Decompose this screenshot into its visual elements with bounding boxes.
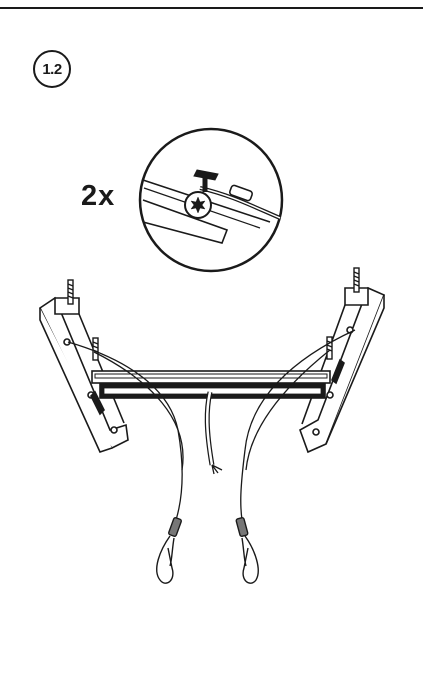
suspension-cables xyxy=(67,329,356,521)
detail-zoom-circle xyxy=(138,127,284,273)
cable-hook-icon xyxy=(156,517,182,584)
threaded-rod-icon xyxy=(67,279,99,361)
light-rail xyxy=(91,370,331,399)
power-cable xyxy=(204,391,223,475)
quantity-label: 2x xyxy=(81,180,116,212)
left-mounting-profile xyxy=(38,296,129,453)
torx-screw-icon xyxy=(184,191,212,219)
step-number-badge: 1.2 xyxy=(33,50,71,88)
cable-hook-icon xyxy=(235,517,259,584)
step-number: 1.2 xyxy=(42,60,62,78)
header-rule xyxy=(0,7,423,9)
threaded-rod-icon xyxy=(326,267,360,360)
right-mounting-profile xyxy=(299,286,386,454)
